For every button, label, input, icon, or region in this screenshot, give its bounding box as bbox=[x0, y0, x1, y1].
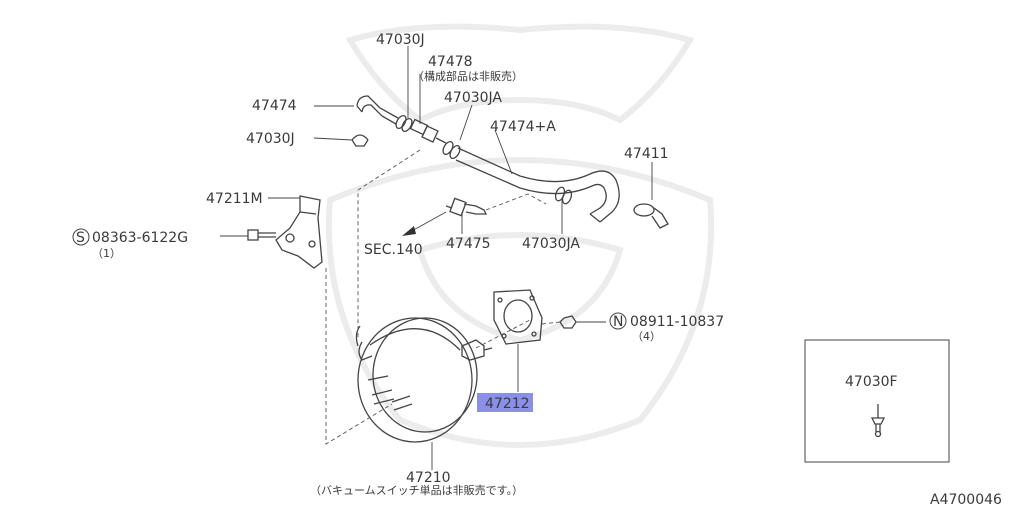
label-47474A[interactable]: 47474+A bbox=[490, 119, 556, 135]
highlight-47212 bbox=[477, 393, 533, 412]
nut-prefix-circle bbox=[609, 312, 627, 330]
bracket-47411 bbox=[633, 203, 669, 229]
note-47210: （バキュームスイッチ単品は非販売です。） bbox=[310, 483, 523, 497]
label-47475[interactable]: 47475 bbox=[446, 236, 491, 252]
bolt-08363 bbox=[247, 229, 276, 241]
inset-clip-icon bbox=[870, 404, 886, 438]
bolt-qty: （1） bbox=[92, 247, 121, 260]
note-47478: （構成部品は非販売） bbox=[413, 69, 523, 83]
label-47210[interactable]: 47210 bbox=[406, 470, 451, 486]
label-47474[interactable]: 47474 bbox=[252, 98, 297, 114]
label-08363-6122G[interactable]: 08363-6122G bbox=[92, 230, 188, 246]
brake-booster-47210 bbox=[355, 317, 478, 443]
label-47030JA-low[interactable]: 47030JA bbox=[522, 236, 580, 252]
clamp-47030JA-top bbox=[442, 140, 461, 160]
clamp-47030J-top bbox=[395, 114, 413, 133]
sec140-arrow bbox=[402, 211, 447, 236]
label-sec140[interactable]: SEC.140 bbox=[364, 242, 423, 258]
hose-47474 bbox=[356, 95, 399, 125]
bolt-prefix: S bbox=[76, 230, 85, 246]
label-47411[interactable]: 47411 bbox=[624, 146, 669, 162]
label-47030J-top[interactable]: 47030J bbox=[376, 32, 425, 48]
vacuum-switch bbox=[461, 339, 493, 361]
dashed-guides bbox=[325, 149, 561, 445]
label-47212[interactable]: 47212 bbox=[485, 396, 530, 412]
check-valve-47475 bbox=[445, 197, 488, 217]
label-47211M[interactable]: 47211M bbox=[206, 191, 263, 207]
nut-qty: （4） bbox=[632, 330, 661, 343]
nut-08911 bbox=[559, 315, 577, 329]
inset-box bbox=[804, 339, 950, 463]
hose-47474A bbox=[455, 147, 620, 223]
clamp-47030JA-low bbox=[554, 186, 573, 205]
label-47030J-mid[interactable]: 47030J bbox=[246, 131, 295, 147]
gasket-47212 bbox=[493, 289, 543, 345]
label-47030JA-top[interactable]: 47030JA bbox=[444, 90, 502, 106]
bolt-prefix-circle bbox=[72, 228, 90, 246]
bracket-47211M bbox=[275, 195, 323, 269]
label-47478[interactable]: 47478 bbox=[428, 54, 473, 70]
nut-prefix: N bbox=[613, 314, 623, 330]
label-08911-10837[interactable]: 08911-10837 bbox=[630, 314, 724, 330]
valve-47478 bbox=[409, 118, 447, 144]
diagram-code: A4700046 bbox=[930, 492, 1002, 508]
watermark-emblem bbox=[325, 23, 715, 448]
label-47030F[interactable]: 47030F bbox=[845, 374, 898, 390]
clip-47030J-mid bbox=[351, 134, 369, 147]
leader-lines bbox=[220, 46, 653, 470]
